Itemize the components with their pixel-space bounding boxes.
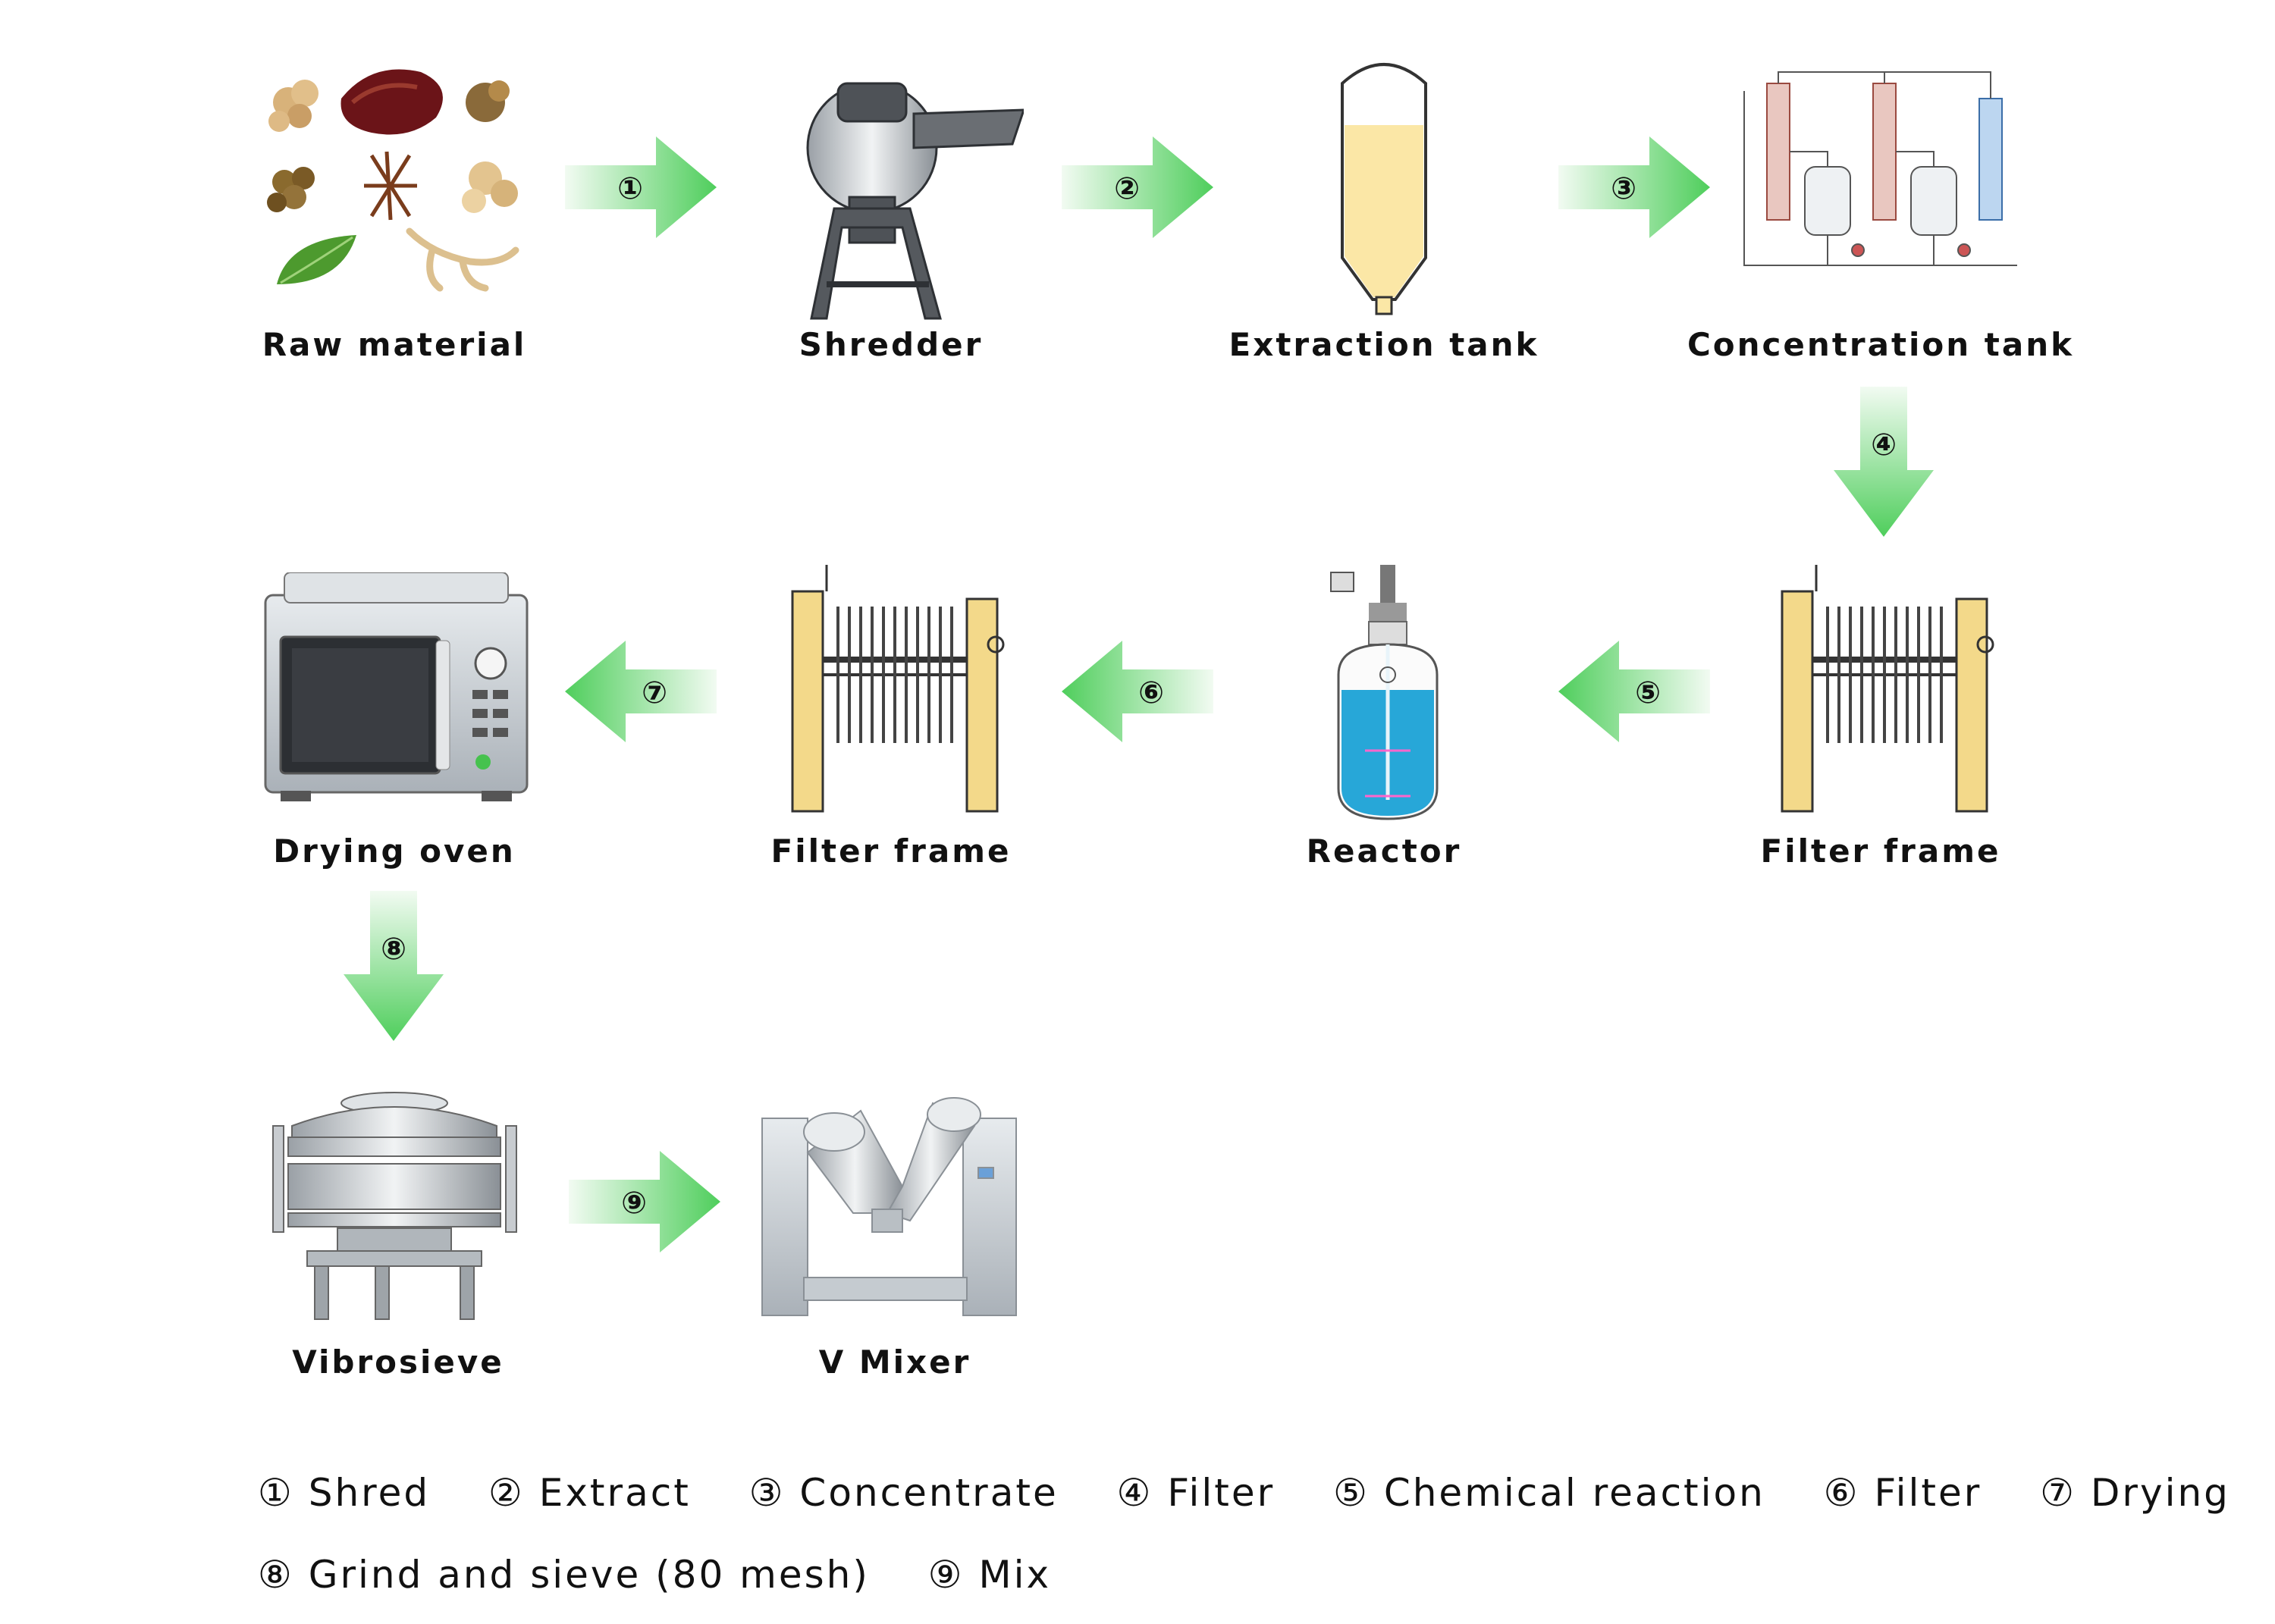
v-mixer-image bbox=[758, 1080, 1024, 1323]
legend-item: ③ Concentrate bbox=[748, 1471, 1059, 1515]
dried-berries-icon bbox=[267, 167, 315, 212]
step-number-2: ② bbox=[1114, 171, 1140, 206]
filter-frame-2-image bbox=[785, 561, 1005, 819]
step-arrow-4: ④ bbox=[1831, 387, 1938, 541]
legend-item: ④ Filter bbox=[1116, 1471, 1276, 1515]
stage-label-filter-frame-2: Filter frame bbox=[770, 832, 1012, 870]
reishi-mushroom-icon bbox=[340, 69, 443, 135]
ginseng-root-icon bbox=[406, 227, 519, 292]
step-arrow-1: ① bbox=[565, 136, 724, 242]
stage-label-filter-frame-1: Filter frame bbox=[1760, 832, 2001, 870]
concentration-tank-image bbox=[1737, 68, 2025, 296]
extraction-tank-icon bbox=[1341, 63, 1427, 315]
dried-roots-icon bbox=[364, 151, 417, 221]
vibrosieve-image bbox=[262, 1080, 527, 1323]
step-number-3: ③ bbox=[1611, 171, 1636, 206]
stage-label-vibrosieve: Vibrosieve bbox=[292, 1343, 504, 1381]
stage-label-drying-oven: Drying oven bbox=[273, 832, 516, 870]
step-number-8: ⑧ bbox=[381, 932, 406, 967]
drying-oven-icon bbox=[264, 572, 529, 801]
concentration-tank-icon bbox=[1743, 71, 2017, 266]
legend-line-1: ① Shred ② Extract ③ Concentrate ④ Filter… bbox=[258, 1471, 2230, 1515]
step-number-7: ⑦ bbox=[642, 676, 667, 710]
filter-frame-1-image bbox=[1774, 561, 1994, 819]
step-arrow-9: ⑨ bbox=[569, 1151, 728, 1256]
legend-line-2: ⑧ Grind and sieve (80 mesh) ⑨ Mix bbox=[258, 1553, 1051, 1597]
green-leaf-icon bbox=[277, 235, 356, 284]
step-number-6: ⑥ bbox=[1138, 676, 1164, 710]
legend-item: ① Shred bbox=[258, 1471, 431, 1515]
stage-label-reactor: Reactor bbox=[1306, 832, 1462, 870]
legend-item: ⑥ Filter bbox=[1823, 1471, 1982, 1515]
legend-item: ⑧ Grind and sieve (80 mesh) bbox=[258, 1553, 870, 1597]
herb-chunks-icon bbox=[462, 161, 518, 213]
legend-item: ⑤ Chemical reaction bbox=[1333, 1471, 1765, 1515]
stage-label-concentration-tank: Concentration tank bbox=[1687, 326, 2075, 363]
step-number-5: ⑤ bbox=[1635, 676, 1661, 710]
step-arrow-7: ⑦ bbox=[565, 641, 724, 746]
legend-item: ⑨ Mix bbox=[927, 1553, 1052, 1597]
reactor-icon bbox=[1330, 565, 1439, 820]
step-number-9: ⑨ bbox=[621, 1186, 647, 1221]
step-number-4: ④ bbox=[1871, 428, 1897, 462]
legend-item: ② Extract bbox=[488, 1471, 691, 1515]
stage-label-shredder: Shredder bbox=[799, 326, 984, 363]
shredder-image bbox=[781, 57, 1026, 322]
step-arrow-2: ② bbox=[1062, 136, 1221, 242]
stage-label-raw-material: Raw material bbox=[262, 326, 527, 363]
stage-label-v-mixer: V Mixer bbox=[818, 1343, 971, 1381]
step-arrow-5: ⑤ bbox=[1558, 641, 1718, 746]
dried-flowers-icon bbox=[466, 80, 510, 122]
legend-item: ⑦ Drying bbox=[2040, 1471, 2230, 1515]
v-mixer-icon bbox=[761, 1097, 1017, 1316]
vibrosieve-icon bbox=[272, 1092, 517, 1320]
step-arrow-6: ⑥ bbox=[1062, 641, 1221, 746]
drying-oven-image bbox=[262, 572, 531, 807]
shredder-icon bbox=[806, 82, 1026, 320]
step-arrow-3: ③ bbox=[1558, 136, 1718, 242]
stage-label-extraction-tank: Extraction tank bbox=[1228, 326, 1539, 363]
step-number-1: ① bbox=[617, 171, 643, 206]
extraction-tank-image bbox=[1335, 53, 1433, 318]
raw-material-image bbox=[258, 57, 531, 315]
filter-press-icon bbox=[791, 565, 1005, 813]
reactor-image bbox=[1323, 561, 1448, 823]
step-arrow-8: ⑧ bbox=[341, 891, 447, 1046]
herb-slices-icon bbox=[268, 80, 318, 132]
filter-press-icon bbox=[1781, 565, 1994, 813]
